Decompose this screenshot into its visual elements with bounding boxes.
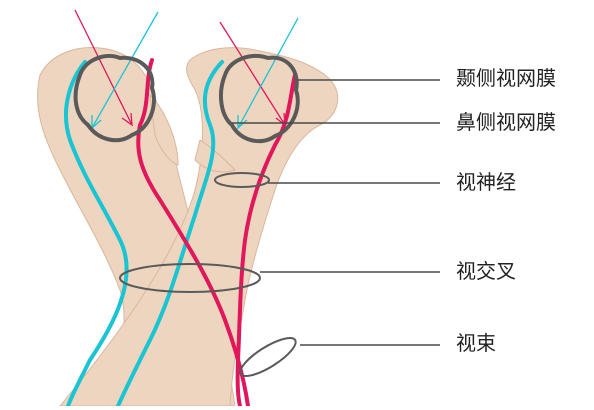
hands-illustration [38,47,338,406]
optic-tract-ring [236,332,301,383]
label-optic-tract: 视束 [456,333,496,353]
label-optic-nerve: 视神经 [456,172,516,192]
label-nasal-retina: 鼻侧视网膜 [456,112,556,132]
label-temporal-retina: 颞侧视网膜 [456,68,556,88]
label-optic-chiasm: 视交叉 [456,261,516,281]
